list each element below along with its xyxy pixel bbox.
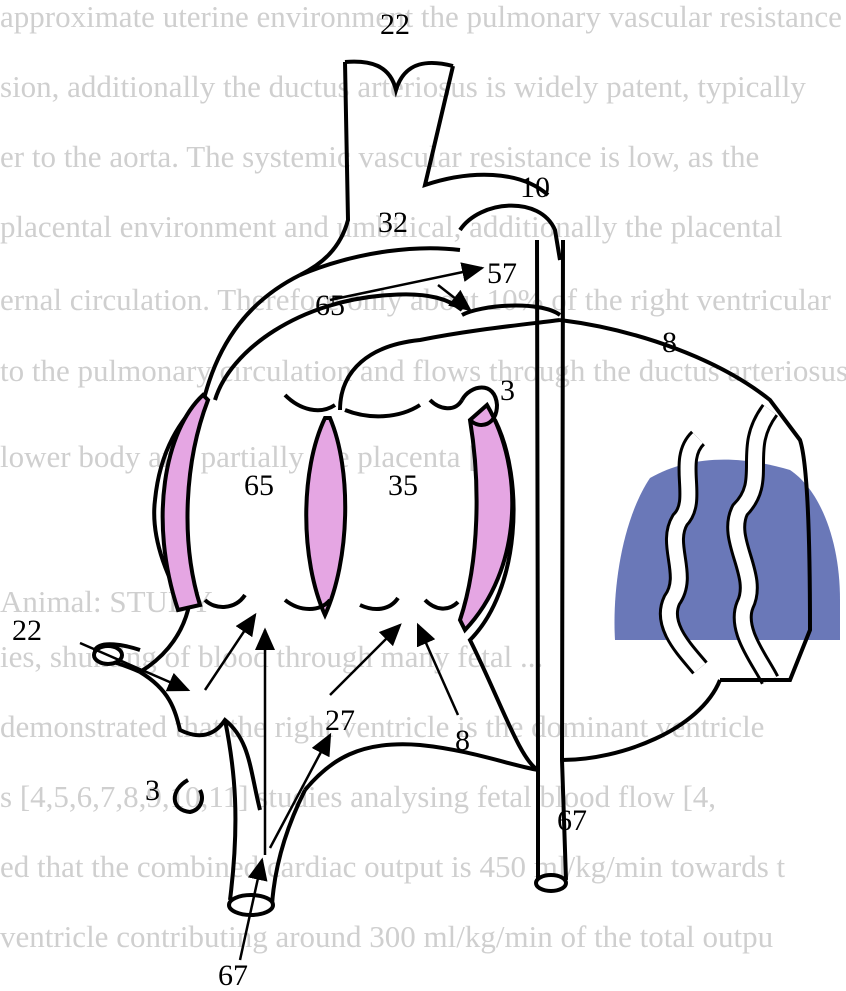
valve-lower-left [205,595,245,607]
arrow-ivc-up [270,735,330,848]
label-32: 32 [378,206,408,239]
label-8-lower: 8 [455,724,470,757]
label-22-top: 22 [380,8,410,41]
label-8-right: 8 [662,326,677,359]
valve-upper-middle [345,405,420,416]
lung [560,320,840,680]
inferior-vena-cava-left [225,720,235,900]
pulmonary-trunk [340,320,560,410]
label-3-lower: 3 [145,774,160,807]
label-65-upper: 65 [315,289,345,322]
descending-aorta-left-wall [537,240,538,880]
valve-upper-right [430,400,462,408]
vein-to-lung-bottom [562,680,720,760]
inferior-vena-cava-right [272,790,305,905]
descending-aorta-right-wall [562,240,566,880]
valve-lower-middle2 [360,598,398,609]
heart-outer-left [140,275,300,672]
descending-aorta-cut-end [536,875,566,891]
label-22-left: 22 [12,614,42,647]
ascending-vessel-left-wall [300,62,348,275]
valve-lower-right [425,600,458,609]
label-67-right: 67 [557,804,587,837]
label-35: 35 [388,469,418,502]
myocardium-septum [306,418,345,615]
label-3-upper: 3 [500,374,515,407]
vessel-split [345,62,453,90]
label-65-ventricle: 65 [244,469,274,502]
arrow-to-right-ventricle-b [418,625,458,715]
arrow-to-left-ventricle-a [205,615,255,690]
label-67-bottom: 67 [218,959,248,991]
heart-bottom [305,744,538,790]
label-10: 10 [520,171,550,204]
arrow-to-right-ventricle-a [330,625,400,695]
ductus-arteriosus [462,306,560,315]
ascending-vessel [300,62,548,275]
descending-aorta [536,240,566,891]
aortic-arch [460,206,560,260]
vessel-stub-lower [175,780,202,812]
label-57: 57 [487,257,517,290]
valve-upper-left [285,395,335,410]
myocardium-left [163,395,208,610]
label-27: 27 [325,704,355,737]
